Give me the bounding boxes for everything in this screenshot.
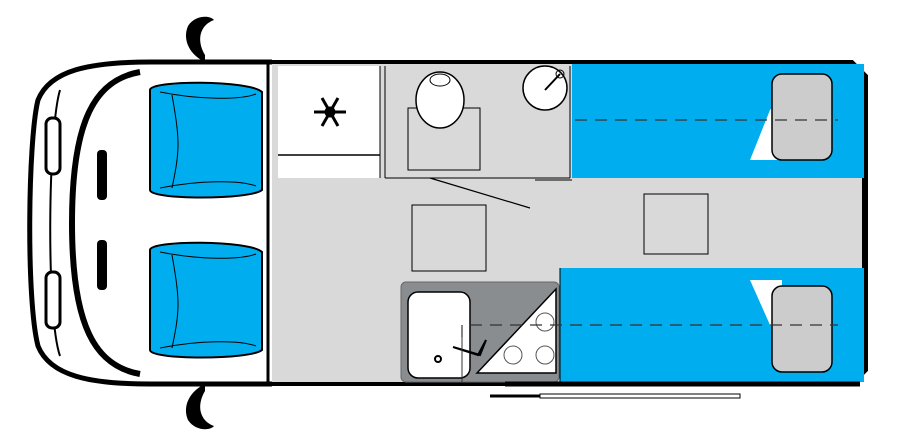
floor-hatch (643, 193, 709, 255)
snowflake-icon (314, 97, 346, 127)
toilet-icon (415, 71, 465, 129)
sink-icon (407, 291, 471, 379)
hob-burner-icon (503, 345, 523, 365)
hob-burner-icon (535, 345, 555, 365)
tap-icon (452, 339, 487, 357)
washbasin-icon (522, 65, 568, 111)
sliding-door[interactable] (490, 381, 860, 399)
passenger-seat (149, 241, 263, 359)
driver-seat (149, 81, 263, 199)
bed-top (535, 64, 864, 181)
pillow-icon (771, 73, 833, 161)
floor-hatch (411, 204, 487, 272)
fridge (278, 66, 381, 178)
cab (27, 16, 272, 430)
bathroom (384, 65, 571, 209)
pillow-icon (771, 285, 833, 373)
mirror-left (185, 16, 214, 63)
hob-burner-icon (535, 312, 555, 332)
mirror-right (185, 384, 214, 430)
kitchen-unit (400, 281, 838, 383)
